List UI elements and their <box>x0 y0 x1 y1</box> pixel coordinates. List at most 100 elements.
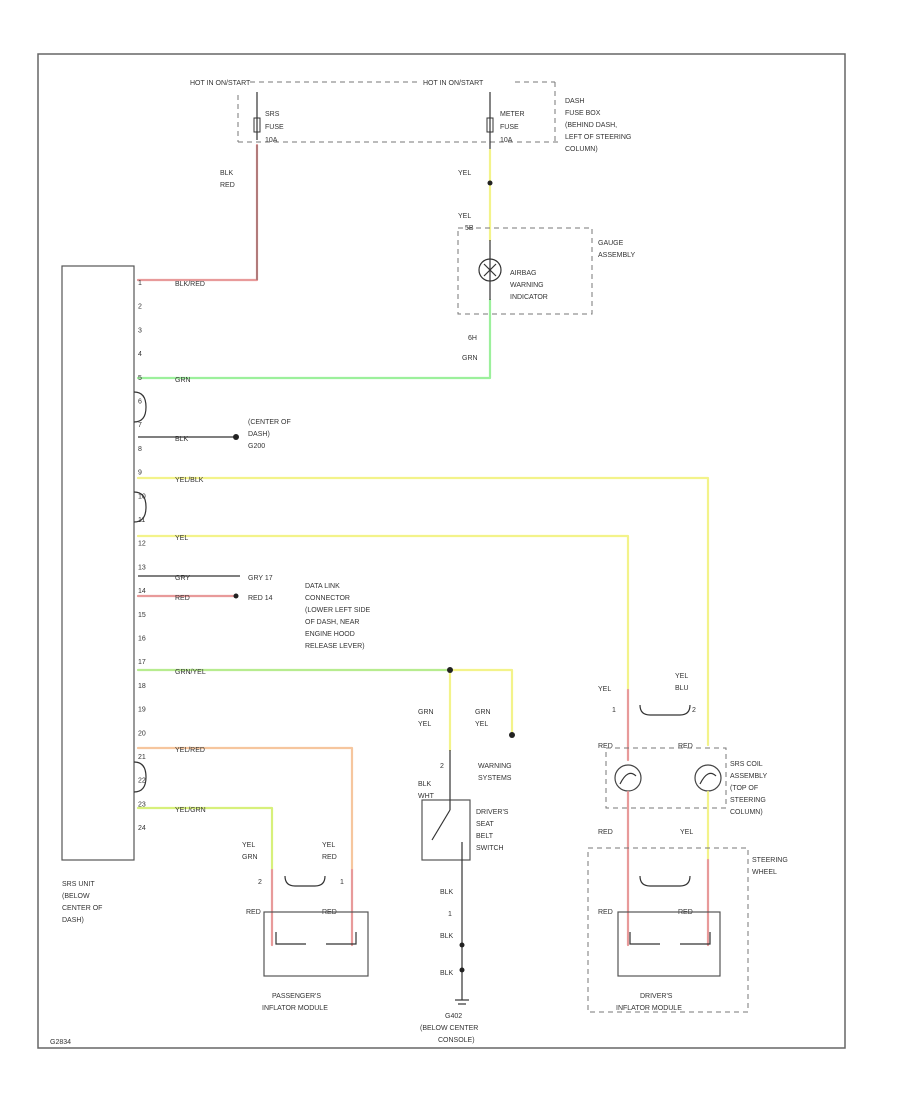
coil-circle-right <box>694 764 722 792</box>
fuse-location-5: COLUMN) <box>565 146 598 153</box>
gauge-pin-bottom: 6H <box>468 335 477 342</box>
ground-center-1: (CENTER OF <box>248 419 291 426</box>
wire-yel-grn <box>136 806 274 872</box>
ground-lower-2: (BELOW CENTER <box>420 1025 478 1032</box>
drv-red-a: RED <box>598 743 613 750</box>
srs-pin-24: 24 <box>138 825 146 832</box>
pass-label-2: INFLATOR MODULE <box>262 1005 328 1012</box>
passenger-inflator: YEL GRN YEL RED 2 1 RED RED PASSENGER'S … <box>242 842 369 1012</box>
srs-unit-label-3: CENTER OF <box>62 905 102 912</box>
warning-label-1: WARNING <box>478 763 512 770</box>
dlc-label-2: CONNECTOR <box>305 595 350 602</box>
indicator-label-1: AIRBAG <box>510 270 536 277</box>
wire-13-label: RED <box>175 595 190 602</box>
srs-pin-14: 14 <box>138 588 146 595</box>
pass-pin2: 2 <box>258 879 262 886</box>
srs-pin-6: 6 <box>138 399 142 406</box>
pass-right-wire-1: YEL <box>322 842 335 849</box>
seat-belt-blk3: BLK <box>440 970 454 977</box>
srs-pin-5: 5 <box>138 375 142 382</box>
fuse-location-3: (BEHIND DASH, <box>565 122 617 129</box>
srs-pin-8: 8 <box>138 446 142 453</box>
drv-yel-blu-2: BLU <box>675 685 689 692</box>
pass-pin1: 1 <box>340 879 344 886</box>
warning-systems: GRN YEL GRN YEL WARNING SYSTEMS <box>418 709 512 782</box>
wire-23-label: YEL/GRN <box>175 807 206 814</box>
gauge-pin-top-color: YEL <box>458 213 471 220</box>
srs-pin-1: 1 <box>138 280 142 287</box>
warning-left-2: YEL <box>418 721 431 728</box>
wire-8-label: YEL/BLK <box>175 477 204 484</box>
drv-pin-right: 2 <box>692 707 696 714</box>
pass-left-wire-2: GRN <box>242 854 258 861</box>
srs-unit-label-2: (BELOW <box>62 893 90 900</box>
data-link-label: DATA LINK CONNECTOR (LOWER LEFT SIDE OF … <box>305 583 371 650</box>
warning-right-1: GRN <box>475 709 491 716</box>
drv-red-c: RED <box>598 829 613 836</box>
wire-grn-yel-right <box>448 668 514 735</box>
wire-12-label: GRY <box>175 575 190 582</box>
wire-6-label: GRN <box>175 377 191 384</box>
warning-right-2: YEL <box>475 721 488 728</box>
footer-code: G2834 <box>50 1039 71 1046</box>
drv-yel-c: YEL <box>680 829 693 836</box>
fuse-box: HOT IN ON/START HOT IN ON/START SRS FUSE… <box>190 80 631 153</box>
wire-blk-red <box>136 143 259 282</box>
seat-belt-top-color-1: BLK <box>418 781 432 788</box>
fuse-location-1: DASH <box>565 98 584 105</box>
gauge-label-1: GAUGE <box>598 240 624 247</box>
steering-wheel-box <box>587 847 749 1013</box>
seat-belt-label-1: DRIVER'S <box>476 809 509 816</box>
srs-pin-21: 21 <box>138 754 146 761</box>
wire-blk-red-left-2: RED <box>220 182 235 189</box>
srs-fuse-label-1: SRS <box>265 111 280 118</box>
drv-red-b: RED <box>678 743 693 750</box>
coil-label-3: (TOP OF <box>730 785 758 792</box>
pass-left-wire-1: YEL <box>242 842 255 849</box>
drv-yel-left: YEL <box>598 686 611 693</box>
coil-label-4: STEERING <box>730 797 766 804</box>
dlc-label-4: OF DASH, NEAR <box>305 619 359 626</box>
srs-pin-3: 3 <box>138 327 142 334</box>
coil-circle-left <box>614 764 642 792</box>
srs-pin-15: 15 <box>138 612 146 619</box>
ground-center-2: DASH) <box>248 431 270 438</box>
seat-belt-label-2: SEAT <box>476 821 494 828</box>
meter-fuse-label-1: METER <box>500 111 525 118</box>
wire-17-label: GRN/YEL <box>175 669 206 676</box>
seat-belt-top-color-2: WHT <box>418 793 435 800</box>
ground-lower-1: G402 <box>445 1013 462 1020</box>
wire-yel-blk <box>136 476 710 747</box>
coil-label-2: ASSEMBLY <box>730 773 768 780</box>
seat-belt-switch: 2 BLK WHT DRIVER'S SEAT BELT SWITCH BLK … <box>418 750 509 1044</box>
srs-unit-label-4: DASH) <box>62 917 84 924</box>
wire-blk-red-left-1: BLK <box>220 170 234 177</box>
wheel-label-2: WHEEL <box>752 869 777 876</box>
srs-pin-17: 17 <box>138 659 146 666</box>
srs-notch-1 <box>133 391 147 423</box>
warning-label-2: SYSTEMS <box>478 775 512 782</box>
seat-belt-blk1: BLK <box>440 889 454 896</box>
dlc-label-5: ENGINE HOOD <box>305 631 355 638</box>
wire-grn <box>136 298 492 380</box>
drv-red-d: RED <box>598 909 613 916</box>
ground-lower-3: CONSOLE) <box>438 1037 475 1044</box>
srs-pin-22: 22 <box>138 778 146 785</box>
pass-red-left: RED <box>246 909 261 916</box>
wire-7-label: BLK <box>175 436 189 443</box>
diagram-border <box>37 53 846 1049</box>
srs-pin-18: 18 <box>138 683 146 690</box>
srs-notch-3 <box>133 761 147 793</box>
indicator-label-3: INDICATOR <box>510 294 548 301</box>
seat-belt-blk2: BLK <box>440 933 454 940</box>
srs-pin-10: 10 <box>138 493 146 500</box>
fuse-location-4: LEFT OF STEERING <box>565 134 631 141</box>
indicator-label-2: WARNING <box>510 282 544 289</box>
srs-fuse-label-3: 10A <box>265 137 278 144</box>
coil-label-1: SRS COIL <box>730 761 763 768</box>
dlc-label-3: (LOWER LEFT SIDE <box>305 607 371 614</box>
srs-pin-23: 23 <box>138 801 146 808</box>
dlc-label-6: RELEASE LEVER) <box>305 643 365 650</box>
